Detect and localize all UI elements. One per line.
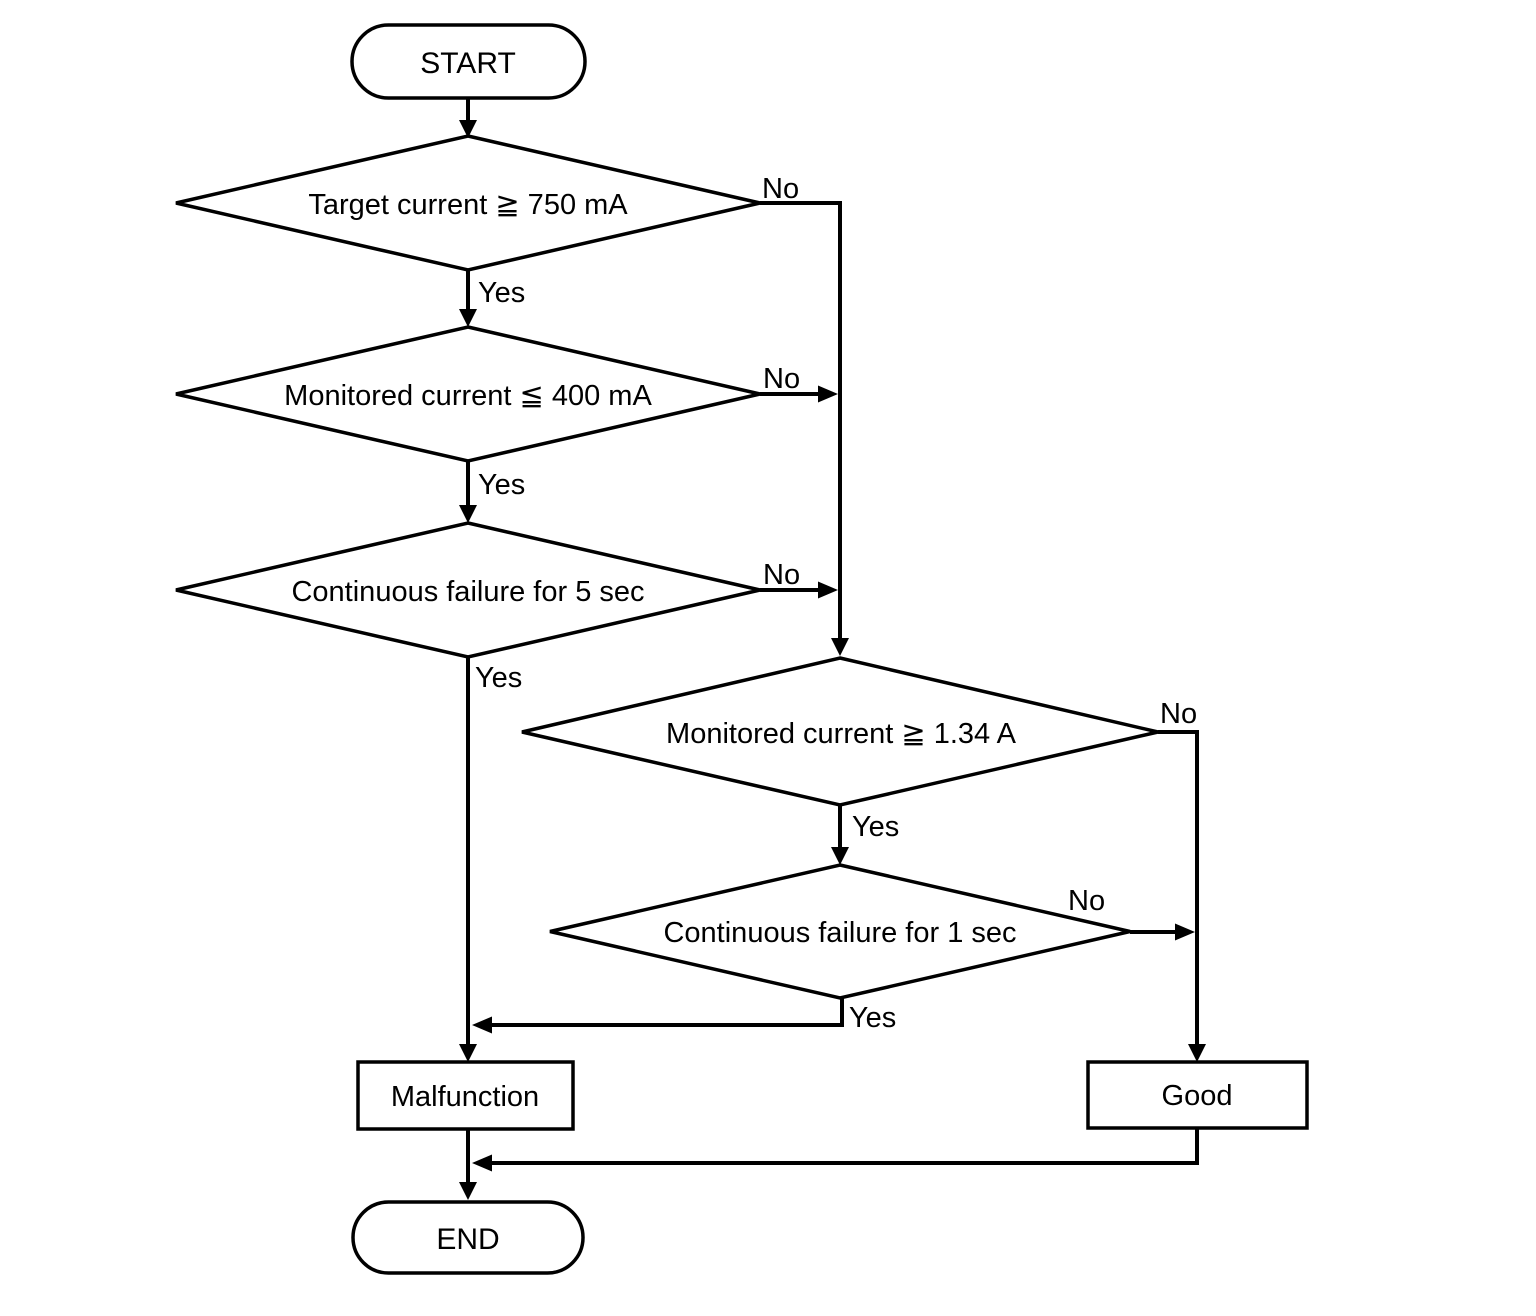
arrowhead-right-icon bbox=[818, 385, 838, 403]
decision-failure-5sec-label: Continuous failure for 5 sec bbox=[291, 576, 644, 608]
malfunction-label: Malfunction bbox=[391, 1081, 539, 1113]
edge-label-target-current-yes: Yes bbox=[478, 277, 525, 309]
edge-label-failure-5sec-yes: Yes bbox=[475, 662, 522, 694]
decision-failure-5sec bbox=[175, 521, 761, 659]
decision-monitored-current-low bbox=[175, 325, 761, 463]
edge-label-monitored-high-no: No bbox=[1160, 698, 1197, 730]
edge-target-current-no-rail bbox=[760, 201, 842, 640]
edge-label-monitored-low-no: No bbox=[763, 363, 800, 395]
decision-monitored-current-low-label: Monitored current ≦ 400 mA bbox=[284, 380, 652, 412]
good-label: Good bbox=[1162, 1080, 1233, 1112]
arrowhead-left-icon bbox=[472, 1154, 492, 1172]
edge-labels: No Yes No Yes No Yes No Yes No Yes bbox=[475, 173, 1197, 1034]
edge-good-to-end bbox=[490, 1128, 1199, 1165]
start-node bbox=[350, 23, 587, 100]
edge-label-monitored-low-yes: Yes bbox=[478, 469, 525, 501]
edge-label-failure-5sec-no: No bbox=[763, 559, 800, 591]
nodes: START Target current ≧ 750 mA Monitored … bbox=[175, 23, 1309, 1275]
decision-monitored-current-high bbox=[521, 656, 1159, 807]
arrowhead-down-icon bbox=[459, 505, 477, 523]
arrowhead-down-icon bbox=[831, 847, 849, 865]
edge-monitored-high-no-rail bbox=[1158, 730, 1199, 1046]
decision-monitored-current-high-label: Monitored current ≧ 1.34 A bbox=[666, 718, 1017, 750]
start-label: START bbox=[420, 47, 516, 80]
arrowhead-down-icon bbox=[459, 309, 477, 327]
end-node bbox=[351, 1200, 585, 1275]
arrowhead-down-icon bbox=[459, 1182, 477, 1200]
arrowhead-down-icon bbox=[1188, 1044, 1206, 1062]
arrowhead-down-icon bbox=[459, 120, 477, 138]
end-label: END bbox=[436, 1223, 499, 1256]
edge-failure-1sec-yes bbox=[490, 998, 844, 1027]
decision-target-current bbox=[175, 134, 761, 272]
edge-label-failure-1sec-no: No bbox=[1068, 885, 1105, 917]
arrowhead-right-icon bbox=[818, 581, 838, 599]
malfunction-node bbox=[356, 1060, 575, 1131]
decision-target-current-label: Target current ≧ 750 mA bbox=[308, 189, 628, 221]
edge-label-target-current-no: No bbox=[762, 173, 799, 205]
arrowhead-down-icon bbox=[831, 638, 849, 656]
decision-failure-1sec bbox=[549, 863, 1131, 1000]
decision-failure-1sec-label: Continuous failure for 1 sec bbox=[663, 917, 1016, 949]
edge-label-failure-1sec-yes: Yes bbox=[849, 1002, 896, 1034]
arrowhead-right-icon bbox=[1175, 923, 1195, 941]
arrowhead-down-icon bbox=[459, 1044, 477, 1062]
edges bbox=[459, 98, 1206, 1200]
good-node bbox=[1086, 1060, 1309, 1130]
arrowhead-left-icon bbox=[472, 1016, 492, 1034]
edge-label-monitored-high-yes: Yes bbox=[852, 811, 899, 843]
